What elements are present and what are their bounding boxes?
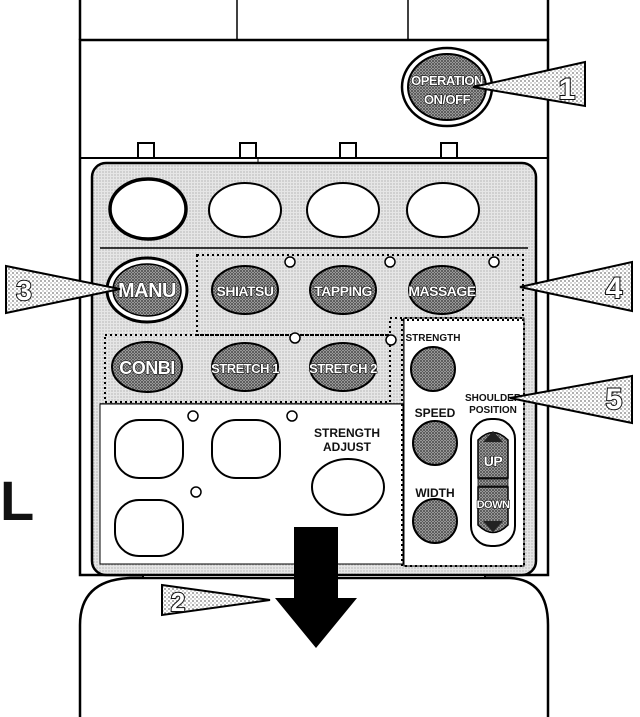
blank-button-5[interactable]	[114, 419, 184, 479]
blank-button-1[interactable]	[108, 177, 188, 241]
massage-label: MASSAGE	[408, 283, 475, 299]
stretch1-label: STRETCH 1	[211, 361, 279, 376]
conbi-button[interactable]: CONBI	[111, 341, 183, 393]
blank-button-4[interactable]	[406, 182, 480, 238]
speed-label: SPEED	[415, 406, 456, 420]
indicator-dots	[187, 256, 500, 498]
slide-down-arrow-icon	[275, 527, 357, 648]
callout-4-number: 4	[606, 272, 623, 305]
stretch2-button[interactable]: STRETCH 2	[309, 342, 378, 392]
strength-adjust: STRENGTH ADJUST	[311, 426, 385, 516]
side-letter-label: L	[0, 469, 34, 532]
callout-1-number: 1	[559, 73, 576, 106]
callout-1: 1	[472, 60, 586, 108]
callout-3: 3	[5, 264, 121, 315]
callout-2: 2	[161, 583, 271, 618]
stretch1-button[interactable]: STRETCH 1	[211, 342, 280, 392]
shoulder-down-button[interactable]: DOWN	[476, 486, 511, 534]
strength-knob[interactable]: STRENGTH	[406, 333, 461, 392]
width-label: WIDTH	[415, 486, 454, 500]
callout-3-number: 3	[16, 275, 32, 306]
callout-4: 4	[519, 260, 633, 313]
shoulder-label-2: POSITION	[469, 405, 517, 416]
callout-2-number: 2	[171, 587, 185, 617]
conbi-label: CONBI	[119, 358, 175, 378]
shoulder-label-1: SHOULDER	[465, 393, 522, 404]
operation-label: OPERATION	[411, 73, 483, 88]
callout-5: 5	[509, 374, 633, 425]
manu-label: MANU	[118, 280, 176, 302]
blank-button-3[interactable]	[306, 182, 380, 238]
blank-button-7[interactable]	[114, 499, 184, 557]
down-label: DOWN	[477, 499, 510, 511]
strength-label: STRENGTH	[406, 333, 461, 344]
up-arrow-icon	[483, 431, 503, 442]
strength-adjust-label-1: STRENGTH	[314, 426, 380, 440]
callout-5-number: 5	[606, 383, 623, 416]
onoff-label: ON/OFF	[424, 92, 471, 107]
shiatsu-button[interactable]: SHIATSU	[211, 265, 279, 315]
lower-left-buttons	[114, 419, 281, 557]
group-5-outline	[401, 319, 525, 567]
down-arrow-icon	[483, 521, 503, 532]
shiatsu-label: SHIATSU	[217, 283, 274, 299]
shoulder-position-control: SHOULDER POSITION UP DOWN	[465, 393, 522, 547]
speed-knob[interactable]: SPEED	[412, 406, 458, 466]
width-knob[interactable]: WIDTH	[412, 486, 458, 544]
tapping-button[interactable]: TAPPING	[309, 265, 377, 315]
tapping-label: TAPPING	[314, 283, 372, 299]
up-label: UP	[484, 453, 503, 469]
blank-button-2[interactable]	[208, 182, 282, 238]
stretch2-label: STRETCH 2	[309, 361, 377, 376]
strength-adjust-button[interactable]	[311, 458, 385, 516]
strength-adjust-label-2: ADJUST	[323, 440, 372, 454]
manu-button[interactable]: MANU	[105, 256, 189, 324]
top-row-buttons	[108, 177, 480, 241]
massage-button[interactable]: MASSAGE	[408, 265, 477, 315]
shoulder-up-button[interactable]: UP	[477, 431, 509, 479]
blank-button-6[interactable]	[211, 419, 281, 479]
